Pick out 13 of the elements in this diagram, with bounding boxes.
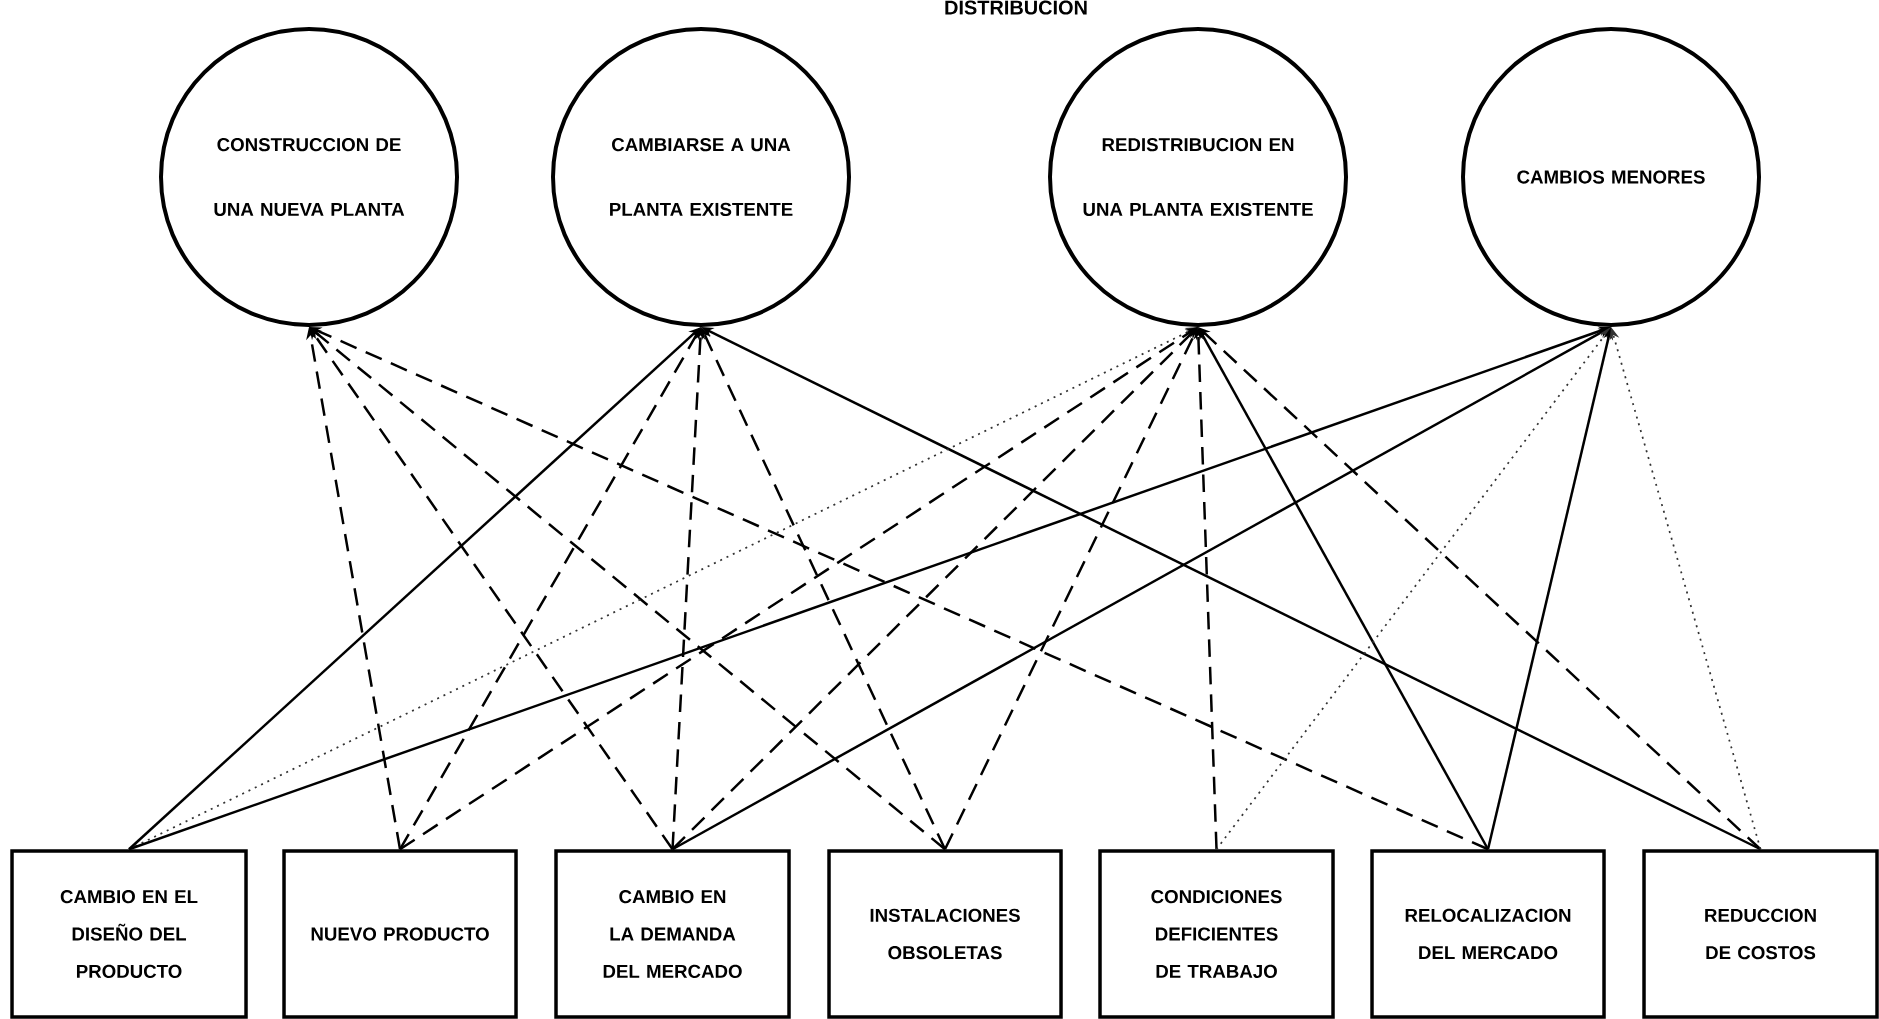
process-box: RELOCALIZACION DEL MERCADO — [1370, 849, 1606, 1019]
circle-node: CAMBIOS MENORES — [1461, 27, 1761, 327]
title: DISTRIBUCION — [945, 0, 1087, 15]
process-box: CAMBIO EN EL DISEÑO DEL PRODUCTO — [10, 849, 248, 1019]
circle-node: REDISTRIBUCION EN UNA PLANTA EXISTENTE — [1048, 27, 1348, 327]
process-box: CAMBIO EN LA DEMANDA DEL MERCADO — [554, 849, 791, 1019]
process-box: REDUCCION DE COSTOS — [1642, 849, 1879, 1019]
process-box: INSTALACIONES OBSOLETAS — [827, 849, 1063, 1019]
process-box: CONDICIONES DEFICIENTES DE TRABAJO — [1098, 849, 1335, 1019]
connector-line — [671, 327, 1198, 851]
circle-node: CAMBIARSE A UNA PLANTA EXISTENTE — [551, 27, 851, 327]
process-box: NUEVO PRODUCTO — [282, 849, 518, 1019]
circle-node: CONSTRUCCION DE UNA NUEVA PLANTA — [159, 27, 459, 327]
